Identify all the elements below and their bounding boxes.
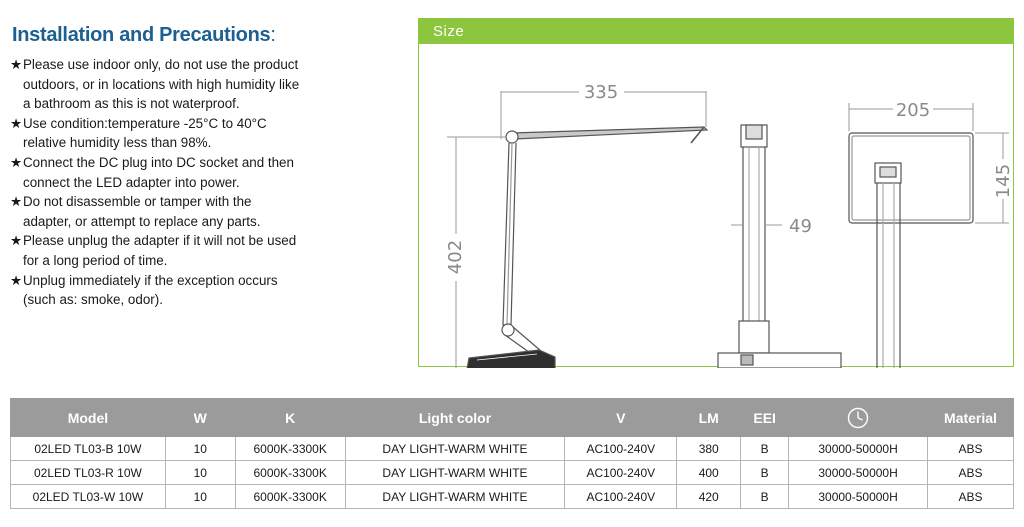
header-lifetime <box>788 398 928 437</box>
table-row: 02LED TL03-W 10W 10 6000K-3300K DAY LIGH… <box>10 484 1014 509</box>
cell-k: 6000K-3300K <box>234 436 346 461</box>
star-icon: ★ <box>10 272 23 288</box>
clock-icon <box>847 407 869 428</box>
cell-lm: 400 <box>676 460 742 485</box>
cell-k: 6000K-3300K <box>234 484 346 509</box>
lamp-front-view <box>717 124 842 368</box>
dim-width-label: 335 <box>584 82 618 103</box>
size-panel: Size 335 <box>418 18 1014 368</box>
lamp-back-view <box>848 132 974 368</box>
precaution-item: ★Use condition:temperature -25°C to 40°C… <box>10 114 300 153</box>
precaution-item: ★Unplug immediately if the exception occ… <box>10 271 300 310</box>
section-title: Installation and Precautions: <box>12 24 276 47</box>
section-title-text: Installation and Precautions <box>12 24 271 46</box>
spec-table: Model W K Light color V LM EEI Material … <box>10 398 1014 509</box>
cell-model: 02LED TL03-R 10W <box>10 460 166 485</box>
cell-lifetime: 30000-50000H <box>788 436 928 461</box>
precaution-item: ★Please unplug the adapter if it will no… <box>10 231 300 270</box>
header-k: K <box>234 398 346 437</box>
header-lm: LM <box>676 398 742 437</box>
table-header-row: Model W K Light color V LM EEI Material <box>10 398 1014 437</box>
size-header: Size <box>419 19 1013 44</box>
precaution-item: ★Do not disassemble or tamper with the a… <box>10 192 300 231</box>
star-icon: ★ <box>10 57 23 72</box>
dim-height-line <box>447 136 507 368</box>
precaution-text: Please use indoor only, do not use the p… <box>23 57 300 112</box>
precaution-text: Connect the DC plug into DC socket and t… <box>23 154 294 190</box>
header-light-color: Light color <box>344 398 566 437</box>
cell-lifetime: 30000-50000H <box>788 484 928 509</box>
dim-head-width-line <box>848 103 974 131</box>
dim-head-width-label: 205 <box>896 100 930 121</box>
cell-v: AC100-240V <box>564 484 678 509</box>
cell-model: 02LED TL03-W 10W <box>10 484 166 509</box>
cell-material: ABS <box>927 436 1014 461</box>
precaution-text: Unplug immediately if the exception occu… <box>23 272 278 308</box>
header-material: Material <box>927 398 1014 437</box>
cell-eei: B <box>740 484 790 509</box>
cell-eei: B <box>740 460 790 485</box>
dim-head-height-line <box>975 132 1009 224</box>
cell-light-color: DAY LIGHT-WARM WHITE <box>344 484 566 509</box>
precaution-text: Please unplug the adapter if it will not… <box>23 233 297 268</box>
cell-material: ABS <box>927 484 1014 509</box>
precaution-item: ★Please use indoor only, do not use the … <box>10 55 300 114</box>
dim-head-height-label: 145 <box>993 164 1014 198</box>
precautions-list: ★Please use indoor only, do not use the … <box>10 55 300 310</box>
cell-w: 10 <box>164 436 236 461</box>
precaution-text: Use condition:temperature -25°C to 40°C … <box>23 115 267 151</box>
cell-v: AC100-240V <box>564 436 678 461</box>
cell-lm: 420 <box>676 484 742 509</box>
cell-w: 10 <box>164 460 236 485</box>
star-icon: ★ <box>10 194 23 210</box>
star-icon: ★ <box>10 233 23 249</box>
precaution-item: ★Connect the DC plug into DC socket and … <box>10 153 300 192</box>
cell-light-color: DAY LIGHT-WARM WHITE <box>344 436 566 461</box>
cell-material: ABS <box>927 460 1014 485</box>
table-row: 02LED TL03-R 10W 10 6000K-3300K DAY LIGH… <box>10 460 1014 485</box>
table-row: 02LED TL03-B 10W 10 6000K-3300K DAY LIGH… <box>10 436 1014 461</box>
dim-depth-label: 49 <box>789 216 812 237</box>
star-icon: ★ <box>10 154 23 170</box>
dim-height-label: 402 <box>445 240 466 274</box>
cell-lm: 380 <box>676 436 742 461</box>
section-title-colon: : <box>270 24 276 46</box>
cell-w: 10 <box>164 484 236 509</box>
header-eei: EEI <box>740 398 790 437</box>
cell-lifetime: 30000-50000H <box>788 460 928 485</box>
header-v: V <box>564 398 678 437</box>
cell-eei: B <box>740 436 790 461</box>
cell-v: AC100-240V <box>564 460 678 485</box>
header-w: W <box>164 398 236 437</box>
dimension-drawing: 335 402 49 <box>445 82 1014 368</box>
header-model: Model <box>10 398 166 437</box>
cell-light-color: DAY LIGHT-WARM WHITE <box>344 460 566 485</box>
cell-model: 02LED TL03-B 10W <box>10 436 166 461</box>
cell-k: 6000K-3300K <box>234 460 346 485</box>
precaution-text: Do not disassemble or tamper with the ad… <box>23 194 261 229</box>
star-icon: ★ <box>10 115 23 131</box>
dim-width-line <box>500 91 707 139</box>
lamp-side-view <box>466 126 709 368</box>
